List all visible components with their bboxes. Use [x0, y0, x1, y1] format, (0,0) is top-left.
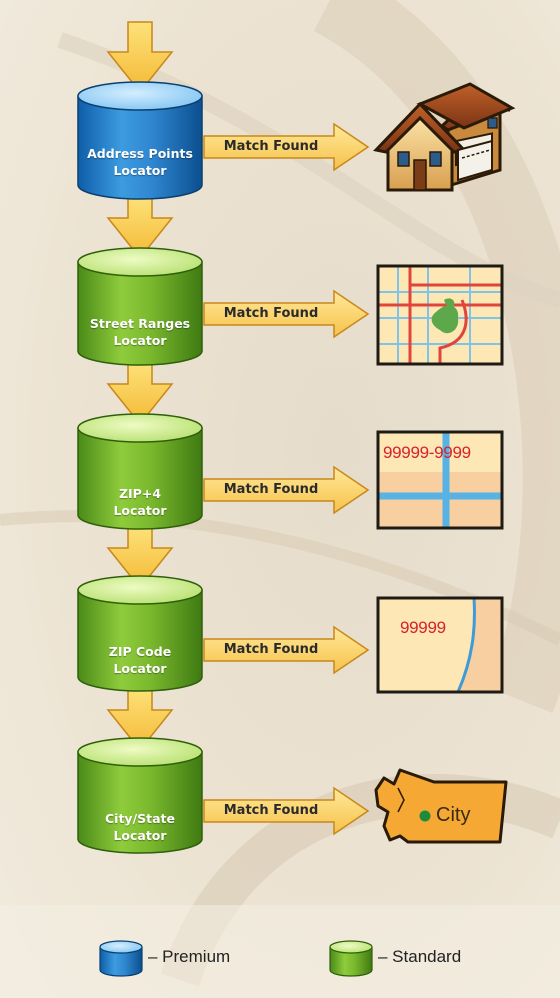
cylinder-zip4 — [77, 413, 203, 530]
down-arrow-1 — [106, 21, 174, 94]
zip-map-icon — [376, 596, 504, 694]
locator-label-zip-code: ZIP Code Locator — [81, 643, 199, 677]
cylinder-street-ranges — [77, 247, 203, 366]
match-found-label-4: Match Found — [223, 642, 319, 657]
house-icon — [373, 82, 516, 192]
legend-standard-label: – Standard — [378, 947, 462, 966]
match-found-label-1: Match Found — [223, 139, 319, 154]
street-map-icon — [376, 264, 504, 366]
locator-label-zip4: ZIP+4 Locator — [81, 485, 199, 519]
down-arrow-3 — [106, 361, 174, 426]
match-arrow-4 — [203, 625, 370, 675]
match-found-label-2: Match Found — [223, 306, 319, 321]
legend-premium-label: – Premium — [148, 947, 231, 966]
locator-label-city-state: City/State Locator — [81, 810, 199, 844]
locator-name: ZIP Code — [108, 644, 172, 659]
cylinder-zip-code — [77, 575, 203, 692]
zip-code-label: 99999 — [400, 618, 446, 637]
match-arrow-1 — [203, 122, 370, 172]
match-found-label-5: Match Found — [223, 803, 319, 818]
state-shape-icon — [374, 768, 508, 844]
match-arrow-5 — [203, 786, 370, 836]
city-label: City — [436, 804, 471, 826]
down-arrow-2 — [106, 195, 174, 260]
down-arrow-4 — [106, 525, 174, 590]
locator-type: Locator — [113, 503, 167, 518]
legend-standard-cylinder — [329, 940, 373, 977]
cylinder-address-points — [77, 81, 203, 200]
match-found-label-3: Match Found — [223, 482, 319, 497]
locator-name: ZIP+4 — [118, 486, 162, 501]
locator-name: Address Points — [87, 146, 193, 161]
locator-name: City/State — [104, 811, 175, 826]
zip4-map-icon — [376, 430, 504, 530]
legend-premium-cylinder — [99, 940, 143, 977]
locator-type: Locator — [113, 828, 167, 843]
locator-type: Locator — [113, 163, 167, 178]
locator-label-street-ranges: Street Ranges Locator — [81, 315, 199, 349]
locator-name: Street Ranges — [89, 316, 191, 331]
locator-type: Locator — [113, 661, 167, 676]
cylinder-city-state — [77, 737, 203, 854]
match-arrow-3 — [203, 465, 370, 515]
down-arrow-5 — [106, 687, 174, 752]
match-arrow-2 — [203, 289, 370, 339]
zip4-code-label: 99999-9999 — [383, 443, 471, 462]
locator-label-address-points: Address Points Locator — [81, 145, 199, 179]
locator-type: Locator — [113, 333, 167, 348]
